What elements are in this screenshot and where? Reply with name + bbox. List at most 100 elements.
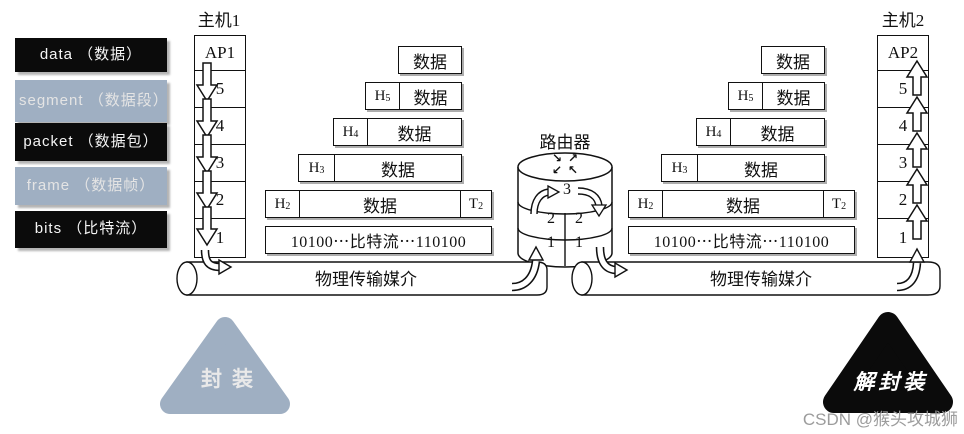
router-divider-arc-2 [517,227,613,241]
host1-layer-3: 3 [195,143,245,181]
bits-text: 10100⋯比特流⋯110100 [290,234,467,251]
router-layer3-label: 3 [563,180,571,198]
data-cell: 数据 [730,119,824,145]
bits-text: 10100⋯比特流⋯110100 [653,234,830,251]
data-cell: 数据 [662,191,823,217]
data-cell: 数据 [399,83,461,109]
data-text: 数据 [776,52,810,72]
h4-sub: 4 [353,129,359,140]
host1-layer-stack: AP1 5 4 3 2 1 [194,35,246,258]
h2-sub: 2 [648,201,654,212]
host2-layer-4: 4 [878,106,928,144]
host1-layer-ap: AP1 [204,42,236,62]
h3-sub: 3 [319,165,325,176]
router-divider-arc-1 [517,201,613,215]
host2-layer-1: 1 [878,217,928,258]
process-triangles [160,312,953,414]
legend-bits: bits （比特流） [15,211,167,248]
data-text: 数据 [363,196,397,216]
host1-title: 主机1 [197,10,241,30]
host1-layer-4: 4 [195,106,245,144]
data-text: 数据 [776,88,811,108]
router-layer1-right-label: 1 [575,233,583,251]
host2-layer-5: 5 [878,69,928,107]
hub-arrow-sw-icon: ↙ [551,163,563,177]
right-pipe-cap [571,261,593,296]
h4-text: H [342,123,354,140]
t2-sub: 2 [841,201,847,212]
bits-cell: 10100⋯比特流⋯110100 [629,227,854,253]
data-cell: 数据 [367,119,461,145]
host1-layer-5: 5 [195,69,245,107]
legend-data: data （数据） [15,38,167,72]
data-cell: 数据 [334,155,461,181]
data-cell: 数据 [762,83,824,109]
legend-packet: packet （数据包） [15,123,167,161]
pdu-row-data-left: 数据 [398,46,462,74]
h3-sub: 3 [682,165,688,176]
watermark: CSDN @猴头攻城狮 [802,410,958,429]
router-top-ellipse [517,152,613,182]
host2-title: 主机2 [881,10,925,30]
encapsulation-label: 封装 [201,367,263,391]
data-text: 数据 [726,196,760,216]
host2-layer-3: 3 [878,143,928,181]
h2-sub: 2 [285,201,291,212]
pdu-row-data-right: 数据 [761,46,825,74]
h2-text: H [637,195,649,212]
bits-cell: 10100⋯比特流⋯110100 [266,227,491,253]
decapsulation-label: 解封装 [853,370,929,394]
t2-sub: 2 [478,201,484,212]
host2-layer-stack: AP2 5 4 3 2 1 [877,35,929,258]
router-cylinder [517,152,613,268]
legend-segment: segment （数据段） [15,80,168,122]
router-layer2-left-label: 2 [547,209,555,227]
data-cell: 数据 [697,155,824,181]
h4-text: H [705,123,717,140]
router-layer2-right-label: 2 [575,209,583,227]
router-to-pipe-arrow-icon [595,246,629,279]
h5-sub: 5 [748,93,754,104]
data-cell: 数据 [299,191,460,217]
h3-text: H [671,159,683,176]
host1-layer-2: 2 [195,180,245,218]
data-text: 数据 [744,160,778,180]
pdu-row-bits-left: 10100⋯比特流⋯110100 [265,226,492,254]
data-cell: 数据 [399,47,461,73]
right-pipe-label: 物理传输媒介 [710,269,812,289]
data-text: 数据 [397,124,432,144]
h5-sub: 5 [385,93,391,104]
h4-sub: 4 [716,129,722,140]
data-text: 数据 [413,52,447,72]
pipe-to-router-arrow-icon [511,245,545,292]
data-cell: 数据 [762,47,824,73]
host2-layer-ap: AP2 [887,42,919,62]
host2-layer-2: 2 [878,180,928,218]
t2-text: T [468,195,479,212]
left-pipe-label: 物理传输媒介 [315,269,417,289]
hub-arrow-nw-icon: ↖ [567,163,579,177]
h5-text: H [737,87,749,104]
left-pipe-cap [176,261,198,296]
data-text: 数据 [760,124,795,144]
data-text: 数据 [413,88,448,108]
router-layer1-left-label: 1 [547,233,555,251]
t2-text: T [831,195,842,212]
h3-text: H [308,159,320,176]
